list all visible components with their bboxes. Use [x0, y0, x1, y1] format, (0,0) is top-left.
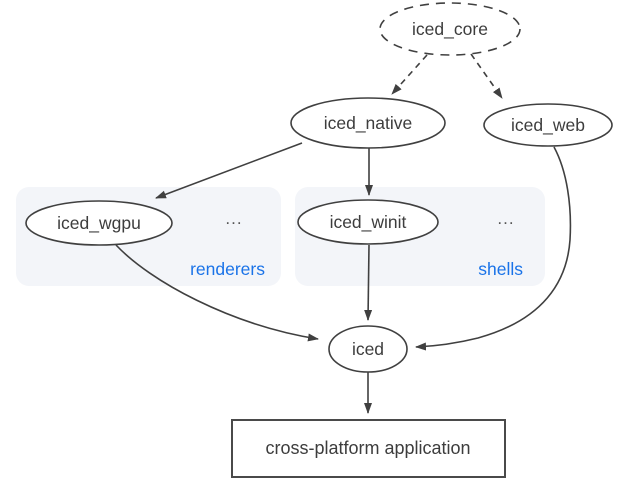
node-iced-native: [290, 97, 446, 149]
edge-core-to-web: [470, 53, 503, 99]
node-iced-web: [483, 103, 613, 147]
node-iced-wgpu-label: iced_wgpu: [57, 213, 141, 234]
node-iced-winit: [297, 199, 439, 245]
node-iced-core-label: iced_core: [412, 19, 488, 40]
edge-core-to-native: [391, 54, 428, 95]
edge-wgpu-to-iced: [115, 244, 319, 342]
group-renderers-label: renderers: [190, 259, 265, 279]
node-iced-web-label: iced_web: [511, 115, 585, 136]
node-iced-core: [379, 2, 521, 56]
node-iced-wgpu: [25, 200, 173, 246]
group-shells-label: shells: [478, 259, 523, 279]
renderers-ellipsis: ...: [225, 209, 242, 228]
edge-web-to-iced: [415, 146, 572, 351]
node-application-label: cross-platform application: [265, 438, 470, 458]
shells-ellipsis: ...: [497, 209, 514, 228]
node-iced-native-label: iced_native: [324, 113, 413, 134]
node-iced-label: iced: [352, 339, 384, 359]
node-iced-winit-label: iced_winit: [330, 212, 407, 233]
edge-native-to-wgpu: [155, 142, 303, 199]
edge-winit-to-iced: [364, 244, 373, 321]
node-iced: [328, 325, 408, 373]
node-application-box: [231, 419, 506, 478]
